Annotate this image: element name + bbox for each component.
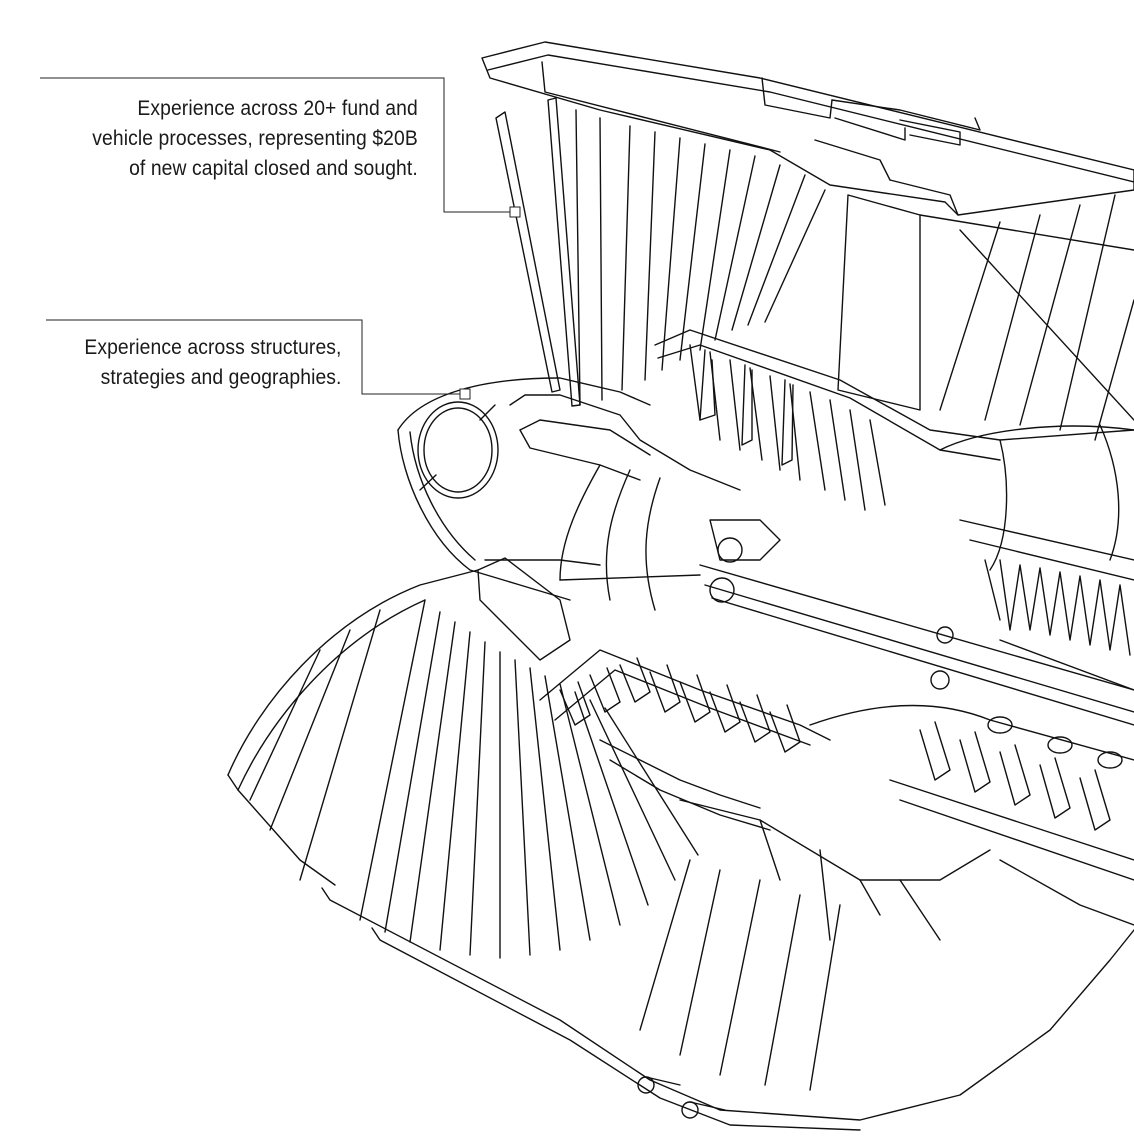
compressor-drum	[939, 424, 1134, 691]
main-shaft	[699, 519, 1134, 726]
inlet-core	[469, 394, 741, 611]
booster-lower-band	[539, 649, 831, 831]
callout-2-line-2: strategies and geographies.	[101, 366, 342, 389]
nacelle-top-cowl	[481, 41, 1134, 216]
callout-1-leader	[40, 77, 521, 218]
callout-2-line-1: Experience across structures,	[84, 336, 342, 359]
lower-compressor-stages	[809, 704, 1134, 881]
booster-upper-band	[654, 329, 1134, 511]
callout-1-line-3: of new capital closed and sought.	[129, 157, 419, 180]
fan-case-panel	[837, 194, 1134, 441]
callout-1-line-1: Experience across 20+ fund and	[137, 97, 419, 120]
lower-fan-blades	[227, 557, 699, 959]
bypass-duct-lower	[639, 799, 991, 1091]
callout-2-leader	[46, 319, 471, 400]
callout-1-line-2: vehicle processes, representing $20B	[92, 127, 418, 150]
intake-lip	[397, 377, 651, 571]
upper-fan-blades	[495, 97, 826, 407]
nacelle-bottom-lip	[321, 859, 1134, 1131]
callout-structures-experience: Experience across structures, strategies…	[85, 333, 342, 393]
callout-fund-experience: Experience across 20+ fund and vehicle p…	[92, 94, 418, 184]
